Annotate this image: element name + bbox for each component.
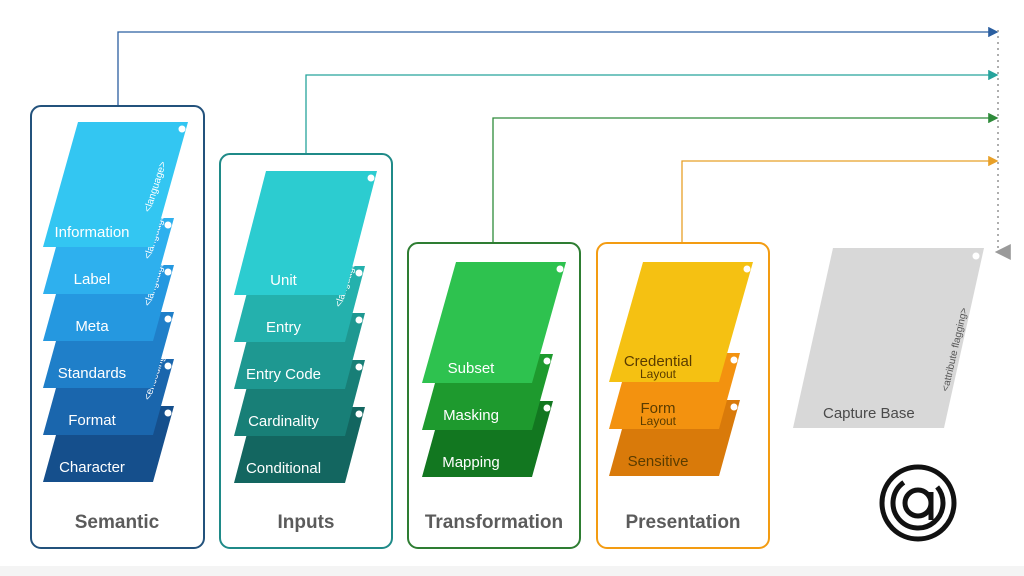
transformation-layer-label: Subset [448, 360, 496, 377]
at-sign-circle-logo [879, 464, 957, 542]
presentation-layer-dot [743, 265, 751, 273]
transformation-layer-stack: Mapping Masking Subset [422, 262, 566, 477]
semantic-layer-label: Information [54, 224, 129, 241]
capture-base-label: Capture Base [823, 405, 915, 422]
capture-base: Capture Base <attribute flagging> [793, 248, 984, 428]
presentation-layer-label: Sensitive [628, 453, 689, 470]
inputs-layer-label: Conditional [246, 460, 321, 477]
presentation-layer-dot [730, 356, 738, 364]
semantic-connector-arrow [117, 26, 999, 106]
presentation-layer-sublabel: Layout [640, 414, 677, 428]
bottom-strip [0, 566, 1024, 576]
presentation-layer-sublabel: Layout [640, 367, 677, 381]
transformation-layer-label: Masking [443, 407, 499, 424]
inputs-layer-1: Unit [234, 171, 377, 295]
presentation-layer-shape [609, 262, 753, 382]
semantic-layer-dot [164, 268, 172, 276]
connector-arrows [117, 26, 1011, 260]
transformation-connector-arrow [492, 112, 999, 243]
semantic-layer-label: Format [68, 412, 116, 429]
inputs-layer-label: Entry [266, 319, 302, 336]
semantic-layer-dot [164, 221, 172, 229]
presentation-layer-dot [730, 403, 738, 411]
transformation-layer-1: Subset [422, 262, 566, 383]
semantic-layer-label: Label [74, 271, 111, 288]
presentation-title: Presentation [625, 512, 740, 533]
semantic-title: Semantic [75, 512, 160, 533]
semantic-layer-dot [178, 125, 186, 133]
transformation-layer-dot [543, 404, 551, 412]
inputs-layer-dot [355, 363, 363, 371]
inputs-layer-dot [367, 174, 375, 182]
semantic-layer-stack: CharacterFormat<encoding>StandardsMeta<l… [43, 122, 188, 482]
transformation-layer-label: Mapping [442, 454, 500, 471]
presentation-layer-label: Credential [624, 353, 692, 370]
inputs-layer-dot [355, 316, 363, 324]
capture-base-dot [972, 252, 980, 260]
semantic-layer-label: Meta [75, 318, 109, 335]
semantic-layer-shape [43, 122, 188, 247]
capture-base-layer [793, 248, 984, 428]
semantic-layer-1: Information<language> [43, 122, 188, 247]
inputs-layer-label: Cardinality [248, 413, 319, 430]
transformation-title: Transformation [425, 512, 563, 533]
inputs-layer-dot [355, 269, 363, 277]
inputs-layer-label: Unit [270, 272, 298, 289]
presentation-connector-arrow [681, 155, 999, 243]
semantic-layer-label: Standards [58, 365, 126, 382]
transformation-layer-dot [556, 265, 564, 273]
semantic-layer-dot [164, 409, 172, 417]
inputs-layer-dot [355, 410, 363, 418]
semantic-layer-dot [164, 362, 172, 370]
semantic-layer-dot [164, 315, 172, 323]
semantic-layer-label: Character [59, 459, 125, 476]
transformation-layer-dot [543, 357, 551, 365]
transformation-layer-shape [422, 262, 566, 383]
inputs-title: Inputs [278, 512, 335, 533]
inputs-layer-shape [234, 171, 377, 295]
inputs-layer-label: Entry Code [246, 366, 321, 383]
inputs-connector-arrow [305, 69, 999, 154]
presentation-layer-label: Form [641, 400, 676, 417]
